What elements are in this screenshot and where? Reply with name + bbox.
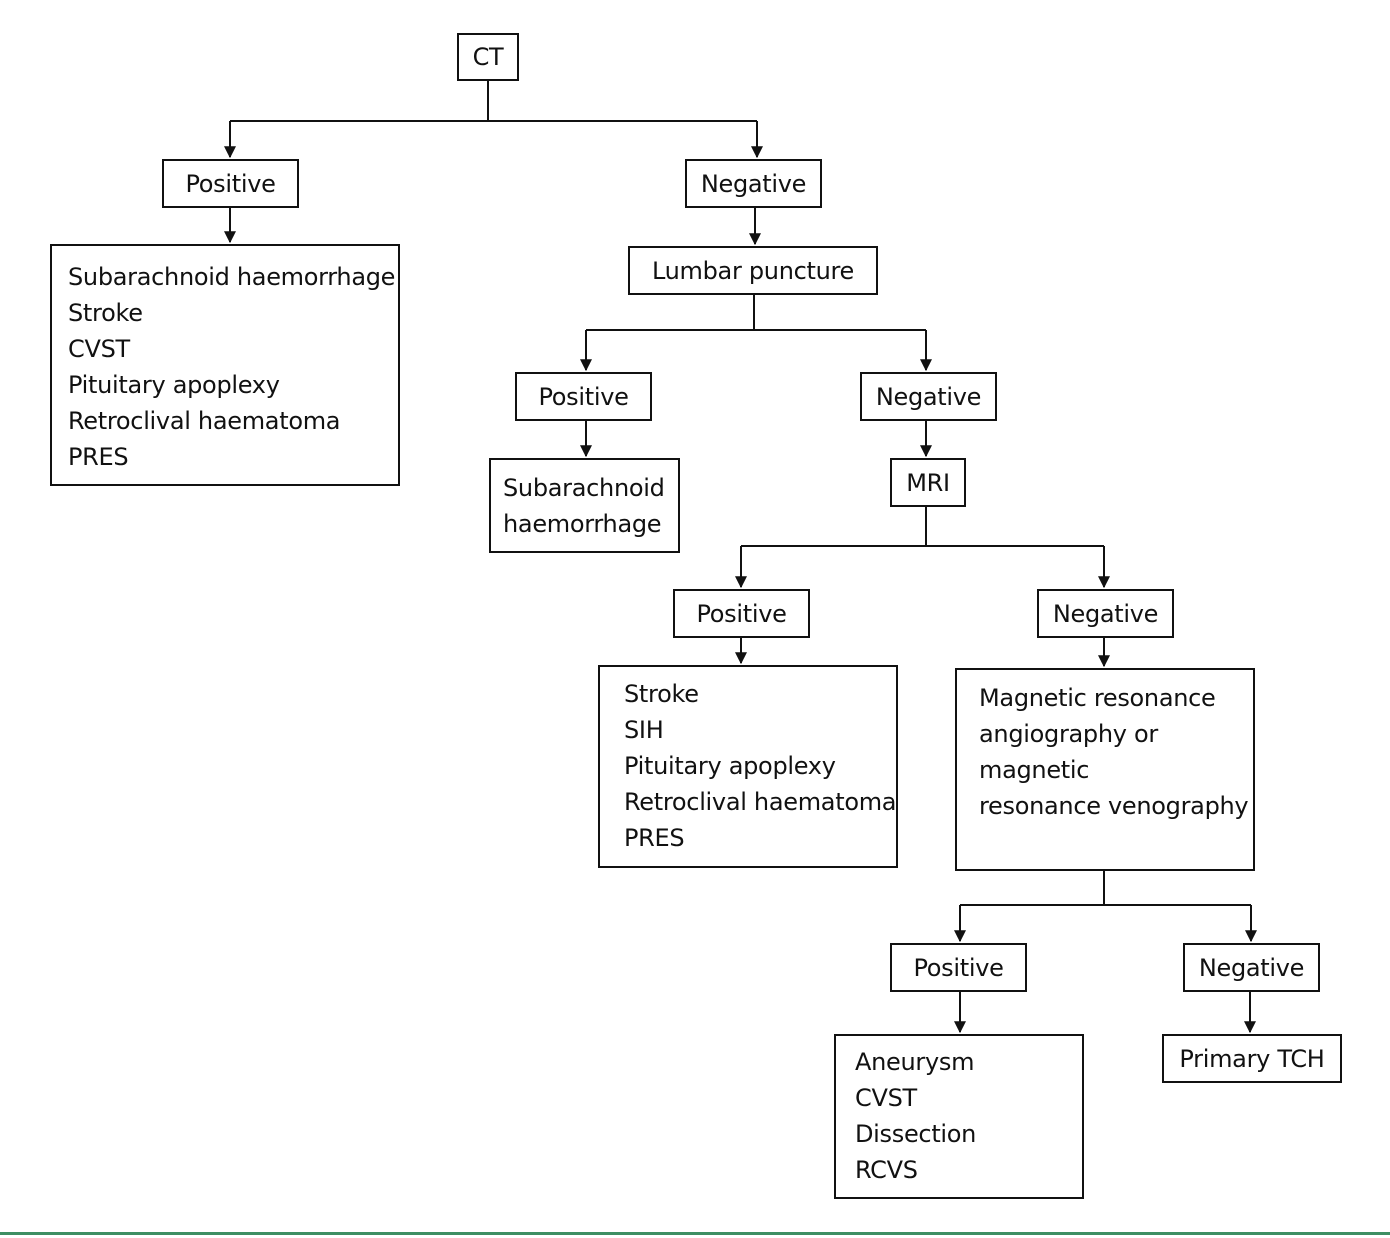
result-line: Subarachnoid [503, 474, 665, 502]
connector-lp [586, 295, 926, 331]
result-line: Stroke [624, 680, 699, 708]
connector-ct [230, 81, 757, 122]
result-line: Stroke [68, 299, 143, 327]
result-line: CVST [68, 335, 130, 363]
result-line: CVST [855, 1084, 917, 1112]
node-mri-negative-label: Negative [1052, 599, 1159, 628]
result-line: Retroclival haematoma [624, 788, 897, 816]
node-mra-negative: Negative [1183, 943, 1320, 992]
result-line: Subarachnoid haemorrhage [68, 263, 396, 291]
node-mri: MRI [890, 458, 966, 507]
result-line: RCVS [855, 1156, 918, 1184]
result-line: PRES [68, 443, 129, 471]
result-line: Dissection [855, 1120, 977, 1148]
result-line: Aneurysm [855, 1048, 975, 1076]
node-primary-tch-label: Primary TCH [1179, 1044, 1325, 1073]
node-text-line: magnetic [979, 756, 1090, 784]
result-line: haemorrhage [503, 510, 662, 538]
node-ct-positive-label: Positive [185, 169, 276, 198]
node-mri-negative: Negative [1037, 589, 1174, 638]
node-lp-positive: Positive [515, 372, 652, 421]
connector-mri [741, 507, 1104, 547]
node-lp-negative-label: Negative [875, 382, 982, 411]
node-lp-positive-result: Subarachnoid haemorrhage [489, 458, 680, 553]
node-lumbar-puncture: Lumbar puncture [628, 246, 878, 295]
result-line: PRES [624, 824, 685, 852]
node-mri-label: MRI [906, 468, 950, 497]
node-mra-positive-label: Positive [913, 953, 1004, 982]
node-text-line: Magnetic resonance [979, 684, 1216, 712]
node-ct-positive: Positive [162, 159, 299, 208]
result-line: SIH [624, 716, 664, 744]
node-ct-label: CT [472, 43, 504, 71]
node-ct: CT [457, 33, 519, 81]
node-mra-mrv: Magnetic resonance angiography or magnet… [955, 668, 1255, 871]
node-text-line: resonance venography [979, 792, 1249, 820]
node-mra-negative-result: Primary TCH [1162, 1034, 1342, 1083]
node-mra-negative-label: Negative [1198, 953, 1305, 982]
node-mri-positive-label: Positive [696, 599, 787, 628]
node-mri-positive-result: Stroke SIH Pituitary apoplexy Retrocliva… [598, 665, 898, 868]
node-ct-negative: Negative [685, 159, 822, 208]
result-line: Retroclival haematoma [68, 407, 341, 435]
result-line: Pituitary apoplexy [624, 752, 836, 780]
node-text-line: angiography or [979, 720, 1158, 748]
node-mra-positive: Positive [890, 943, 1027, 992]
node-lumbar-puncture-label: Lumbar puncture [651, 256, 855, 285]
node-mri-positive: Positive [673, 589, 810, 638]
node-ct-negative-label: Negative [700, 169, 807, 198]
connector-mra [960, 871, 1251, 906]
node-lp-positive-label: Positive [538, 382, 629, 411]
node-ct-positive-result: Subarachnoid haemorrhage Stroke CVST Pit… [50, 244, 400, 486]
bottom-rule [0, 1232, 1390, 1235]
result-line: Pituitary apoplexy [68, 371, 280, 399]
node-mra-positive-result: Aneurysm CVST Dissection RCVS [834, 1034, 1084, 1199]
node-lp-negative: Negative [860, 372, 997, 421]
